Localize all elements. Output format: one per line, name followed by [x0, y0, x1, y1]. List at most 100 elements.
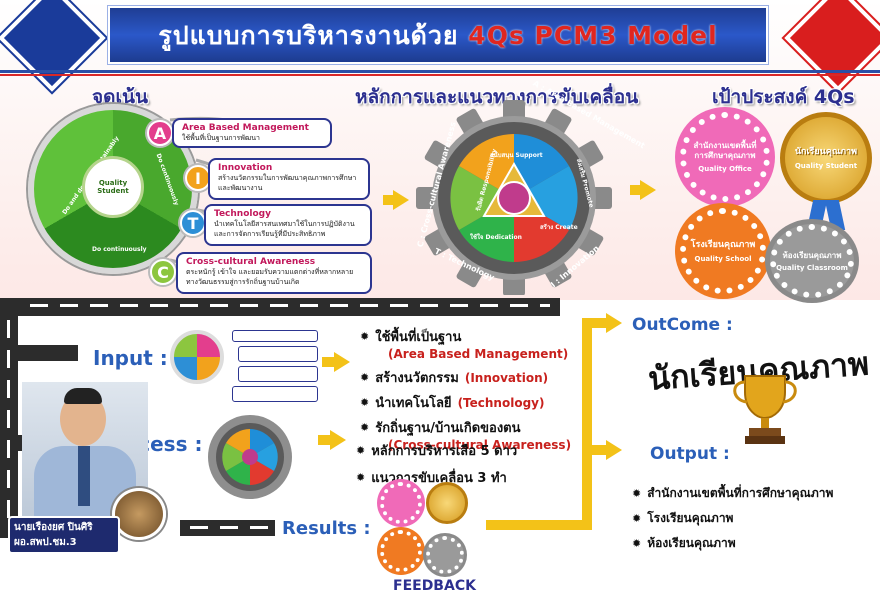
results-gear-gray	[426, 536, 464, 574]
gear-bullet-icon: ✹	[356, 444, 366, 457]
goal-office-title: สำนักงานเขตพื้นที่การศึกษาคุณภาพ	[693, 141, 757, 160]
bracket-top-arm	[582, 318, 610, 328]
input-mini-box-2	[238, 346, 318, 362]
outcome-label: OutCome :	[632, 315, 733, 335]
component-box-innovation: Innovation สร้างนวัตกรรมในการพัฒนาคุณภาพ…	[208, 158, 370, 200]
gear-bullet-icon: ✹	[632, 487, 642, 500]
goal-student-sub: Quality Student	[794, 161, 858, 170]
output-item-1: ✹สำนักงานเขตพื้นที่การศึกษาคุณภาพ	[632, 486, 834, 500]
results-gear-orange	[380, 530, 422, 572]
input-item-1: ✹ใช้พื้นที่เป็นฐาน	[360, 330, 462, 345]
input-item-1-sub: (Area Based Management)	[388, 347, 569, 361]
goal-classroom-title: ห้องเรียนคุณภาพ	[782, 250, 842, 260]
page-title: รูปแบบการบริหารงานด้วย 4Qs PCM3 Model	[110, 16, 766, 56]
bracket-vertical	[582, 318, 592, 528]
component-title-technology: Technology	[214, 209, 271, 219]
arrow-outcome	[606, 313, 622, 333]
component-title-innovation: Innovation	[218, 163, 273, 173]
results-medal	[426, 482, 468, 524]
input-mini-box-3	[238, 366, 318, 382]
goal-quality-school: โรงเรียนคุณภาพ Quality School	[680, 208, 766, 294]
section-principles-heading: หลักการและแนวทางการขับเคลื่อน	[355, 86, 639, 108]
tiger-emblem	[112, 488, 166, 540]
output-label: Output :	[650, 444, 730, 464]
goal-quality-office: สำนักงานเขตพื้นที่การศึกษาคุณภาพ Quality…	[680, 112, 770, 202]
gear-inner-create: สร้าง Create	[540, 224, 578, 231]
input-mini-box-1	[232, 330, 318, 342]
component-desc-technology: นำเทคโนโลยีสารสนเทศมาใช้ในการปฏิบัติงานแ…	[214, 220, 355, 238]
title-banner: รูปแบบการบริหารงานด้วย 4Qs PCM3 Model	[108, 6, 768, 64]
bracket-bottom	[486, 520, 592, 530]
gear-bullet-icon: ✹	[632, 537, 642, 550]
header-rule-red	[0, 74, 880, 76]
gear-bullet-icon: ✹	[360, 330, 370, 343]
director-nameplate: นายเรืองยศ ปินศิริ ผอ.สพป.ชม.3	[8, 516, 120, 554]
portrait-tie	[78, 446, 90, 506]
input-item-4-sub: (Cross-cultural Awareness)	[388, 438, 572, 452]
pcm-gear-diagram	[416, 100, 612, 295]
gear-bullet-icon: ✹	[356, 471, 366, 484]
component-desc-innovation: สร้างนวัตกรรมในการพัฒนาคุณภาพการศึกษาและ…	[218, 174, 357, 192]
focus-core: Quality Student	[82, 156, 144, 218]
component-title-area: Area Based Management	[182, 123, 309, 133]
input-item-3: ✹นำเทคโนโลยี(Technology)	[360, 395, 545, 412]
road-results-markings	[190, 526, 270, 529]
section-goals-heading: เป้าประสงค์ 4Qs	[712, 86, 855, 108]
goal-school-title: โรงเรียนคุณภาพ	[690, 239, 756, 250]
road-left-markings	[7, 320, 10, 530]
gear-inner-dedication: ใช้ใจ Dedication	[470, 234, 522, 241]
output-item-3: ✹ห้องเรียนคุณภาพ	[632, 536, 736, 550]
component-box-cross-cultural: Cross-cultural Awareness ตระหนักรู้ เข้า…	[176, 252, 372, 294]
arrow-output	[606, 440, 622, 460]
input-item-2: ✹สร้างนวัตกรรม(Innovation)	[360, 370, 549, 387]
input-mini-diagram	[170, 330, 224, 384]
goal-student-title: นักเรียนคุณภาพ	[794, 146, 858, 157]
goal-quality-student: นักเรียนคุณภาพ Quality Student	[780, 112, 872, 204]
process-list: ✹หลักการบริหารเสือ 5 ดาว ✹แนวการขับเคลื่…	[356, 440, 517, 488]
goal-quality-classroom: ห้องเรียนคุณภาพ Quality Classroom	[770, 224, 854, 298]
focus-core-label: Quality Student	[97, 179, 129, 195]
component-desc-cross-cultural: ตระหนักรู้ เข้าใจ และยอมรับความแตกต่างที…	[186, 268, 354, 286]
gear-bullet-icon: ✹	[360, 396, 370, 409]
letter-i-badge: I	[185, 165, 211, 191]
focus-segment-3: Do continuously	[92, 246, 147, 253]
bracket-mid-arm	[582, 445, 610, 455]
input-list: ✹ใช้พื้นที่เป็นฐาน (Area Based Managemen…	[360, 326, 571, 452]
gear-bullet-icon: ✹	[360, 371, 370, 384]
component-desc-area: ใช้พื้นที่เป็นฐานการพัฒนา	[182, 134, 260, 142]
goal-classroom-sub: Quality Classroom	[776, 263, 848, 272]
goal-school-sub: Quality School	[694, 254, 752, 263]
input-mini-box-4	[232, 386, 318, 402]
road-input-branch	[18, 345, 78, 361]
gear-inner-support: สนับสนุน Support	[490, 152, 543, 159]
letter-c-badge: C	[150, 259, 176, 285]
director-name: นายเรืองยศ ปินศิริ	[14, 522, 93, 533]
component-title-cross-cultural: Cross-cultural Awareness	[186, 257, 316, 267]
section-focus-heading: จุดเน้น	[92, 86, 148, 108]
gear-bullet-icon: ✹	[632, 512, 642, 525]
portrait-hair	[64, 388, 102, 404]
gear-bullet-icon: ✹	[360, 421, 370, 434]
input-label: Input :	[93, 346, 168, 370]
road-top	[0, 298, 560, 316]
component-box-technology: Technology นำเทคโนโลยีสารสนเทศมาใช้ในการ…	[204, 204, 372, 246]
header-rule-blue	[0, 70, 880, 73]
input-item-4: ✹รักถิ่นฐาน/บ้านเกิดของตน	[360, 421, 521, 436]
road-top-markings	[30, 304, 550, 307]
letter-t-badge: T	[180, 210, 206, 236]
process-mini-gear	[208, 415, 292, 499]
results-label: Results :	[282, 518, 371, 539]
title-main: รูปแบบการบริหารงานด้วย	[158, 21, 459, 50]
director-position: ผอ.สพป.ชม.3	[14, 537, 77, 548]
results-gear-pink	[380, 482, 422, 524]
component-box-area: Area Based Management ใช้พื้นที่เป็นฐานก…	[172, 118, 332, 148]
goal-office-sub: Quality Office	[698, 165, 752, 173]
trophy-icon	[733, 375, 797, 444]
title-model: 4Qs PCM3 Model	[468, 21, 718, 50]
output-list: ✹สำนักงานเขตพื้นที่การศึกษาคุณภาพ ✹โรงเร…	[632, 484, 833, 553]
letter-a-badge: A	[147, 120, 173, 146]
output-item-2: ✹โรงเรียนคุณภาพ	[632, 511, 734, 525]
process-item-1: ✹หลักการบริหารเสือ 5 ดาว	[356, 444, 518, 459]
feedback-label: FEEDBACK	[393, 578, 476, 594]
